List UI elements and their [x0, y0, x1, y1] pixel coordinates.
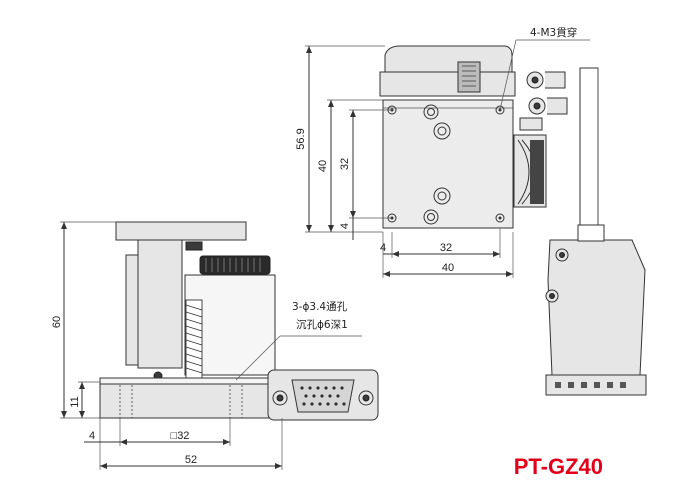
- dim-11: 11: [69, 396, 81, 407]
- note-4-m3: 4-M3貫穿: [530, 26, 577, 39]
- dim-4-front: 4: [89, 430, 95, 442]
- top-view-sensors: [519, 71, 568, 131]
- top-view-plate: [382, 99, 514, 229]
- top-view-center-holes: [423, 104, 451, 225]
- front-view-carriage: [137, 239, 183, 369]
- dim-32-vertical: 32: [339, 158, 351, 170]
- front-view: [99, 221, 379, 421]
- dim-56-9: 56.9: [295, 128, 307, 149]
- top-view-knob: [513, 134, 547, 208]
- dim-4-vertical: 4: [339, 223, 351, 229]
- top-view-connector: [457, 61, 481, 93]
- front-view-top-plate: [115, 221, 247, 241]
- note-through-holes: 3-ϕ3.4通孔: [292, 300, 348, 313]
- connector-side-view: [545, 224, 647, 396]
- top-view-dimensions: [305, 39, 590, 278]
- dim-4-horizontal-top: 4: [380, 242, 386, 254]
- top-view-bracket-frame: [379, 71, 516, 97]
- front-view-spring: [185, 299, 203, 379]
- connector-cable-end: [577, 224, 605, 242]
- front-view-dimensions: [60, 221, 362, 470]
- dim-60: 60: [51, 316, 63, 328]
- front-view-base: [99, 381, 283, 419]
- dim-square-32: □32: [171, 430, 190, 442]
- front-view-dsub-connector: [267, 369, 379, 421]
- dim-52: 52: [185, 454, 197, 466]
- front-view-knob: [199, 255, 271, 275]
- top-view: [379, 45, 599, 232]
- top-view-connector-pins: [462, 65, 476, 87]
- dim-40-vertical: 40: [317, 160, 329, 172]
- note-counterbore: 沉孔ϕ6深1: [296, 318, 348, 331]
- dim-40-horizontal: 40: [442, 262, 454, 274]
- dim-32-horizontal: 32: [440, 242, 452, 254]
- top-view-cable: [579, 67, 599, 229]
- model-name: PT-GZ40: [514, 454, 603, 479]
- top-view-bracket: [384, 45, 513, 73]
- top-view-labels: 56.9 40 32 4 4 32 40 4-M3貫穿: [295, 26, 577, 274]
- front-view-labels: 60 11 4 □32 52 3-ϕ3.4通孔 沉孔ϕ6深1: [51, 300, 348, 466]
